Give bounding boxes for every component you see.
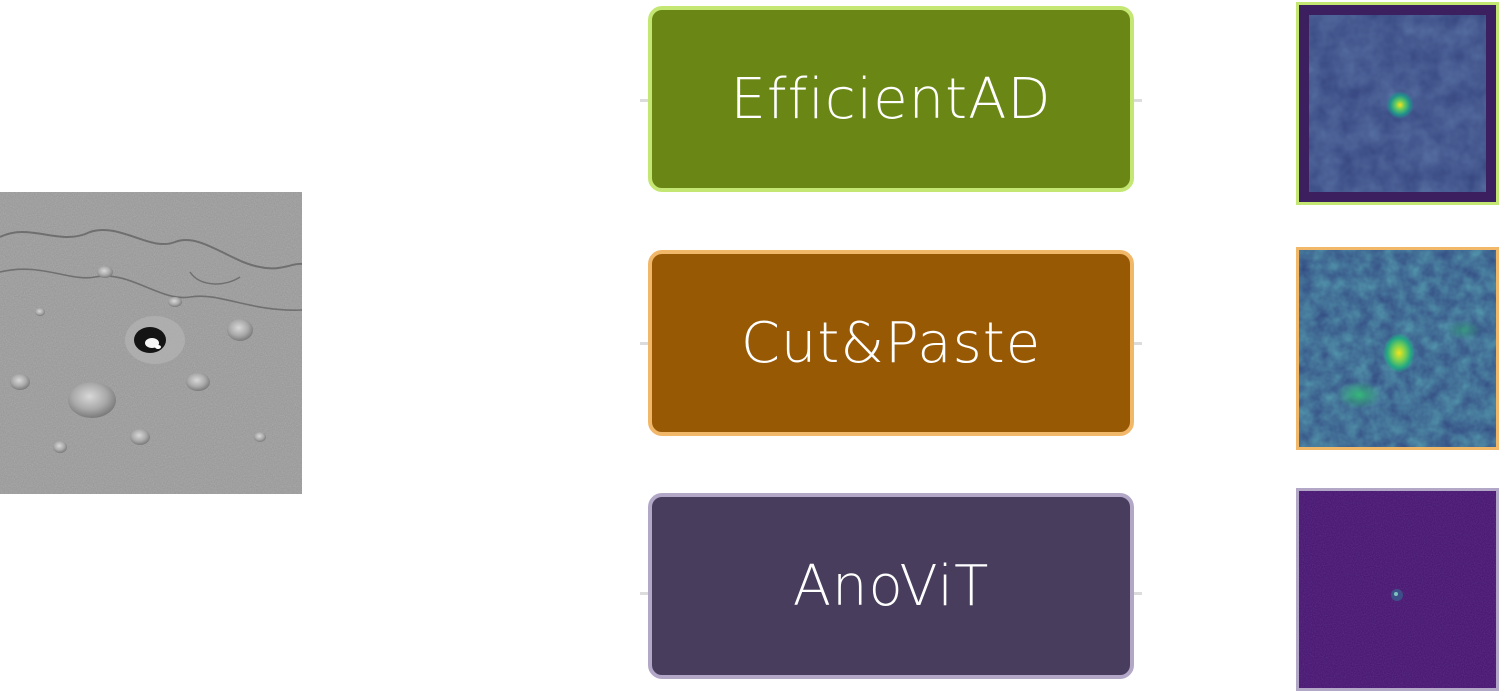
model-box-cutpaste: Cut&Paste [648,250,1134,436]
anomaly-heatmap-anovit [1296,488,1499,691]
model-box-efficientad: EfficientAD [648,6,1134,192]
connector-stub [640,99,648,102]
connector-stub [640,342,648,345]
model-box-anovit: AnoViT [648,493,1134,679]
connector-stub [1134,592,1142,595]
anomaly-heatmap-cutpaste [1296,247,1499,450]
connector-stub [640,592,648,595]
model-label: Cut&Paste [740,310,1042,376]
anomaly-heatmap-efficientad [1296,2,1499,205]
model-label: AnoViT [792,553,990,619]
connector-stub [1134,342,1142,345]
lunar-surface-image [0,192,302,494]
model-label: EfficientAD [730,66,1052,132]
connector-stub [1134,99,1142,102]
